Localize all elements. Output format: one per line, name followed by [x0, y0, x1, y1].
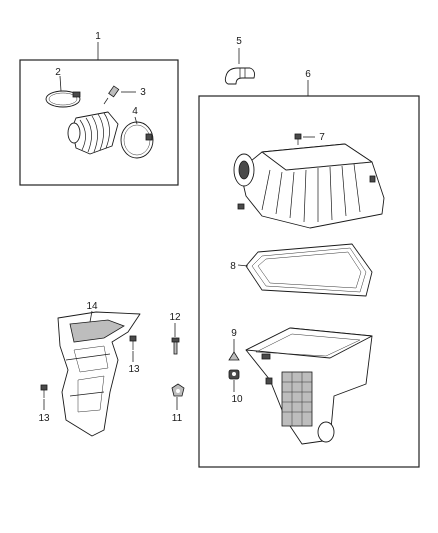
- clip-11: [171, 383, 185, 397]
- callout-9: 9: [231, 328, 237, 339]
- callout-12: 12: [169, 312, 181, 323]
- sensor-3: [103, 85, 120, 105]
- callout-4: 4: [132, 106, 138, 117]
- callout-13a: 13: [128, 364, 140, 375]
- callout-7: 7: [319, 132, 325, 143]
- clamp-4: [120, 121, 154, 159]
- nut-10: [228, 369, 240, 380]
- callout-8: 8: [230, 261, 236, 272]
- grommet-9: [228, 351, 240, 361]
- leader-2: [59, 75, 62, 92]
- callout-5: 5: [236, 36, 242, 47]
- filter-element-8: [245, 243, 373, 297]
- callout-3: 3: [140, 87, 146, 98]
- callout-2: 2: [55, 67, 61, 78]
- air-cleaner-lower-housing: [245, 327, 373, 445]
- callout-10: 10: [231, 394, 243, 405]
- callout-13b: 13: [38, 413, 50, 424]
- intake-hose: [67, 111, 119, 155]
- air-duct-shield-14: [57, 311, 141, 437]
- air-cleaner-cover: [233, 143, 385, 229]
- leader-8: [237, 264, 249, 267]
- push-pin-13a: [129, 335, 137, 350]
- group-1-frame: [19, 59, 179, 186]
- callout-14: 14: [86, 301, 98, 312]
- group-6-frame: [198, 95, 420, 468]
- leader-4: [134, 116, 138, 125]
- screw-7: [294, 133, 302, 145]
- callout-11: 11: [172, 413, 183, 424]
- hose-5: [224, 67, 255, 85]
- callout-1: 1: [95, 31, 101, 42]
- callout-6: 6: [305, 69, 311, 80]
- clamp-2: [45, 90, 81, 108]
- leader-14: [89, 310, 93, 323]
- bolt-12: [171, 337, 180, 355]
- push-pin-13b: [40, 384, 48, 398]
